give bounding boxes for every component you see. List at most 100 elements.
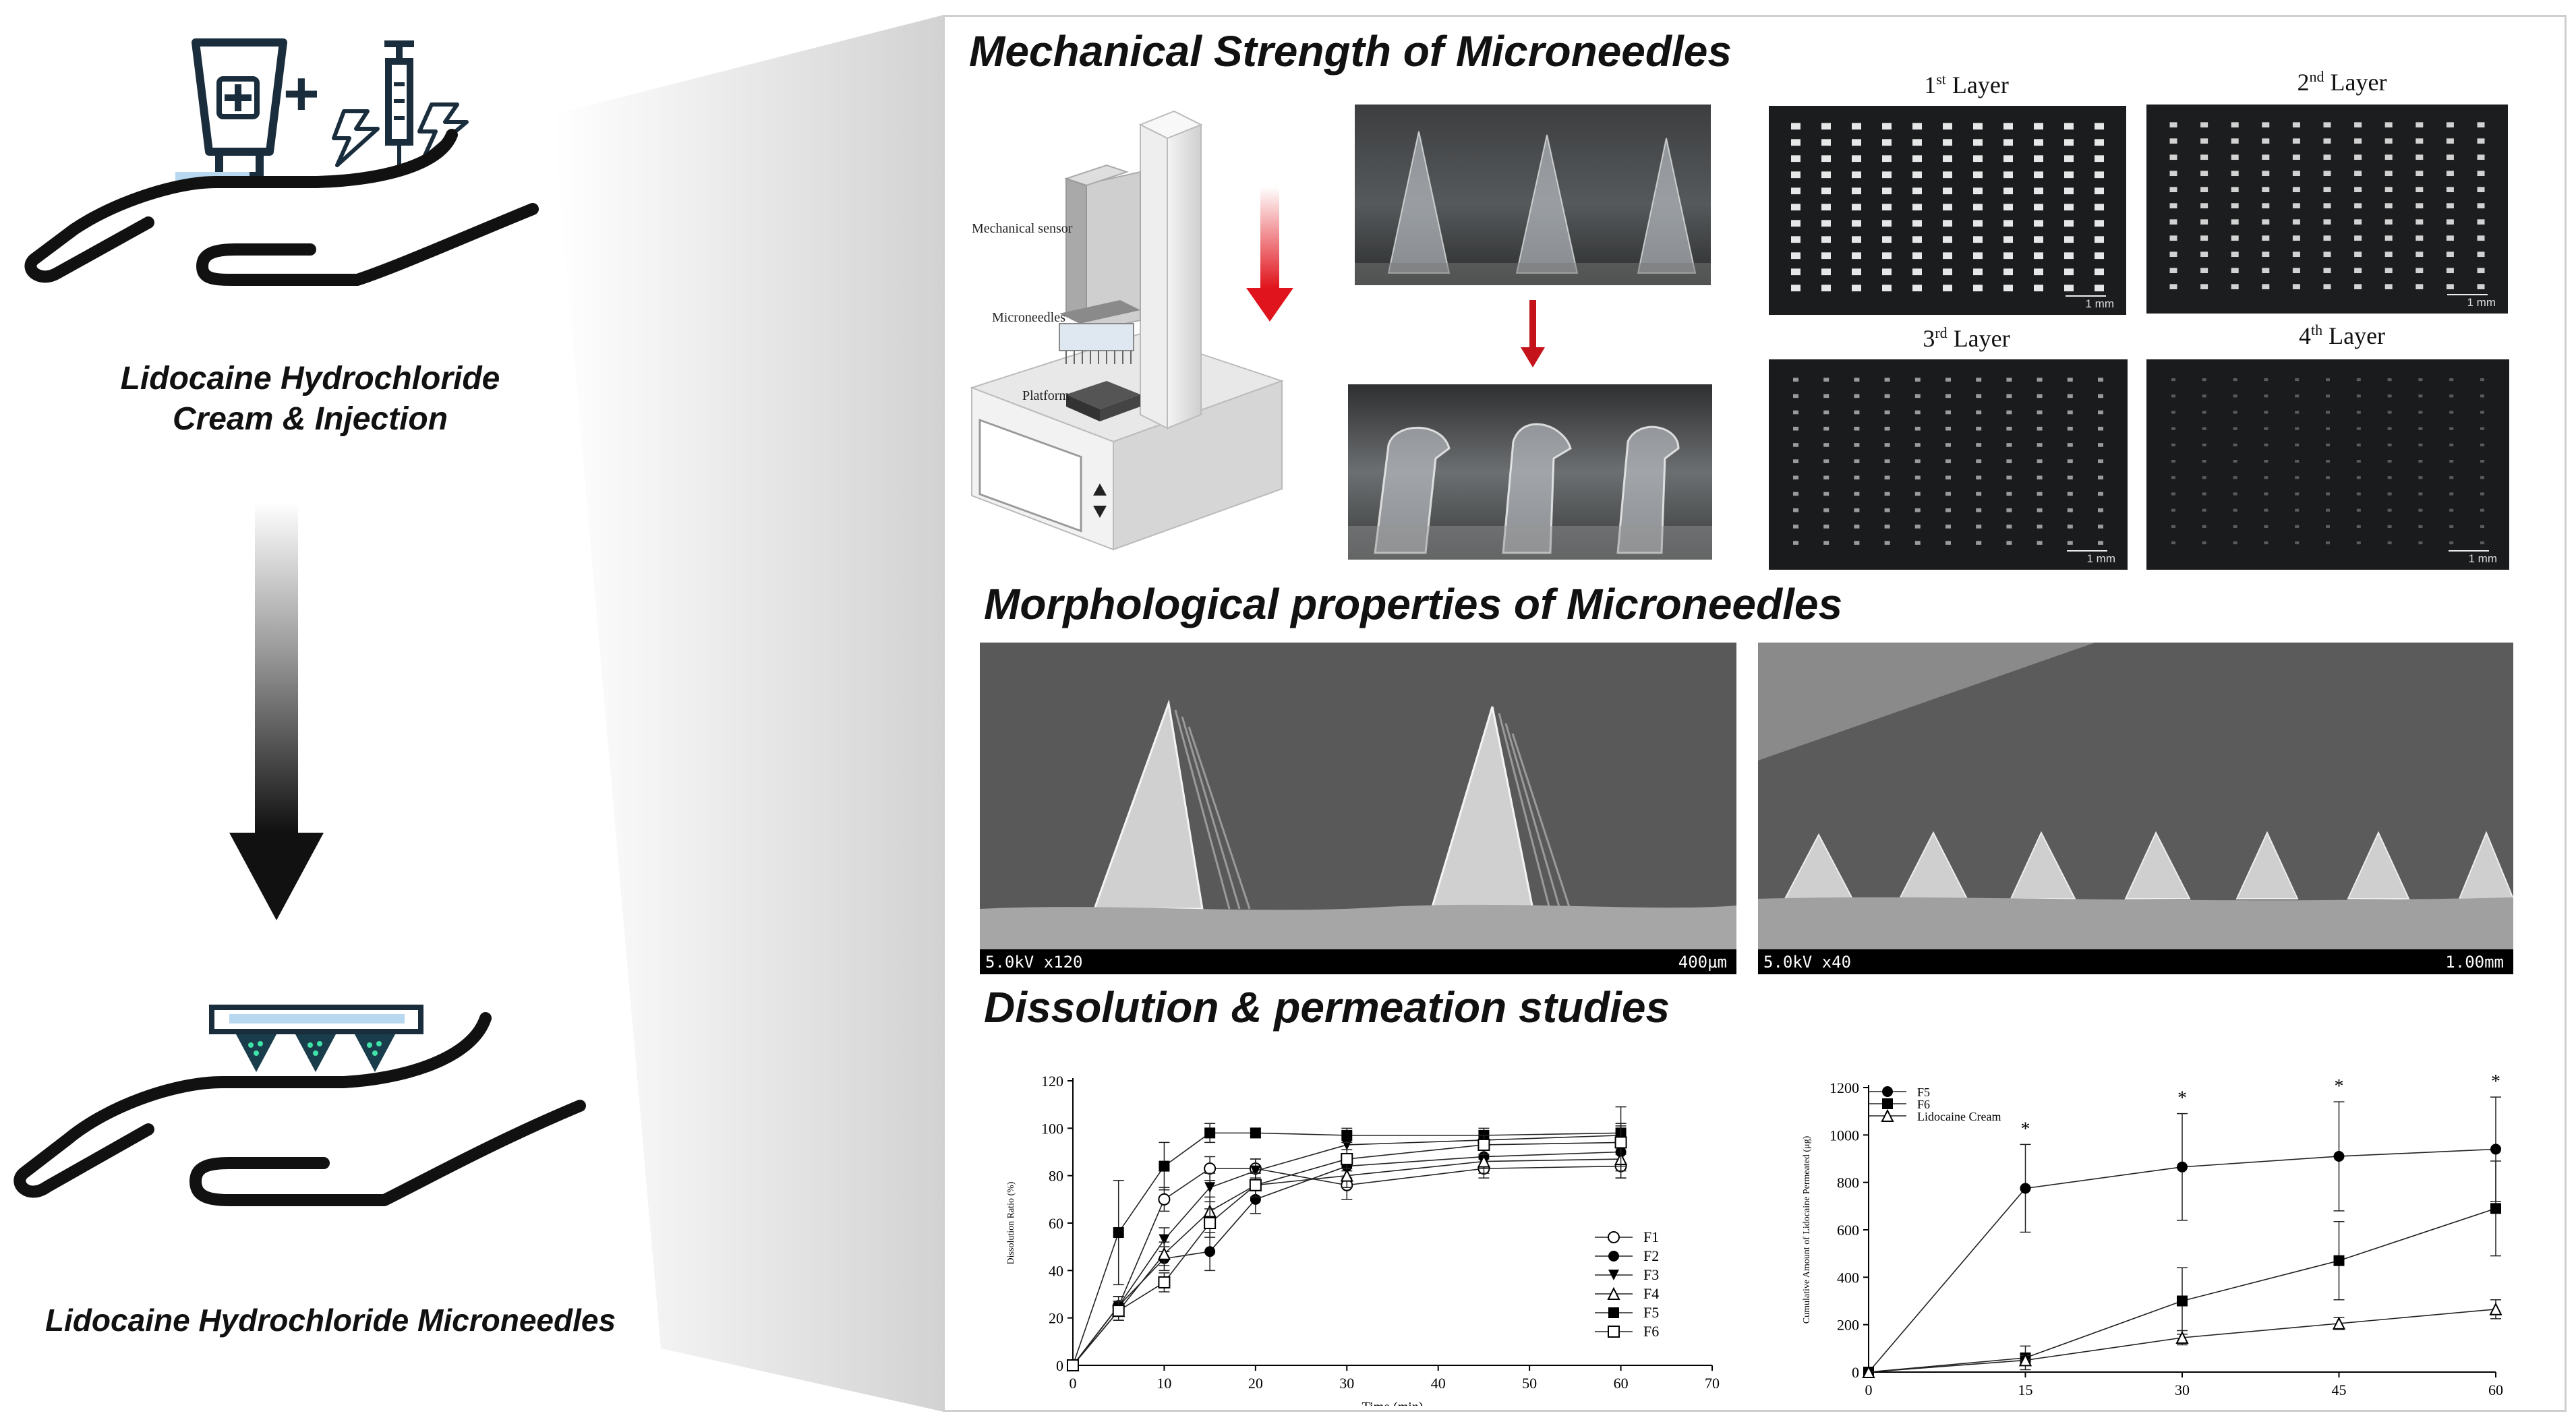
y-tick-label: 800 bbox=[1837, 1175, 1859, 1191]
data-point bbox=[1204, 1127, 1216, 1139]
up-down-arrows-icon bbox=[1093, 483, 1107, 518]
x-tick-label: 20 bbox=[1248, 1375, 1263, 1392]
legend-marker bbox=[1607, 1286, 1620, 1300]
x-tick-label: 70 bbox=[1705, 1375, 1720, 1392]
legend-label: Lidocaine Cream bbox=[1917, 1110, 2001, 1123]
mechanical-strength-title: Mechanical Strength of Microneedles bbox=[969, 27, 1732, 76]
y-tick-label: 0 bbox=[1056, 1357, 1063, 1374]
legend-marker bbox=[1882, 1098, 1893, 1109]
x-tick-label: 0 bbox=[1865, 1382, 1873, 1398]
legend-marker bbox=[1608, 1270, 1619, 1280]
sem1-info: 5.0kV x120 bbox=[985, 953, 1083, 972]
layer-3-image: 1 mm bbox=[1769, 359, 2128, 570]
data-point bbox=[2333, 1255, 2345, 1266]
significance-mark: * bbox=[2021, 1119, 2030, 1139]
legend-marker bbox=[1881, 1108, 1894, 1122]
legend-label: F5 bbox=[1917, 1086, 1930, 1099]
y-tick-label: 60 bbox=[1049, 1215, 1063, 1232]
permeation-chart: 015304560020040060080010001200Time (min)… bbox=[1802, 1071, 2503, 1398]
data-point bbox=[1250, 1165, 1261, 1177]
series-line bbox=[1072, 1141, 1621, 1366]
data-point bbox=[1159, 1234, 1170, 1245]
x-tick-label: 10 bbox=[1157, 1375, 1171, 1392]
legend-marker bbox=[1608, 1231, 1620, 1243]
sem-image-x40: 5.0kV x40 1.00mm bbox=[1758, 643, 2513, 974]
hand-icon-top bbox=[24, 129, 539, 286]
data-point bbox=[2020, 1183, 2031, 1194]
data-point bbox=[2490, 1203, 2501, 1214]
layer-2-scale: 1 mm bbox=[2467, 296, 2496, 309]
data-point bbox=[1112, 1305, 1125, 1317]
lightning-icon bbox=[332, 102, 469, 167]
data-point bbox=[1340, 1168, 1353, 1182]
x-tick-label: 30 bbox=[1339, 1375, 1354, 1392]
data-point bbox=[1113, 1227, 1124, 1239]
syringe-icon bbox=[384, 40, 414, 176]
microneedle-caption: Lidocaine Hydrochloride Microneedles bbox=[45, 1303, 616, 1338]
x-tick-label: 60 bbox=[1614, 1375, 1629, 1392]
data-point bbox=[1249, 1179, 1262, 1191]
x-tick-label: 50 bbox=[1522, 1375, 1537, 1392]
y-tick-label: 120 bbox=[1041, 1073, 1063, 1090]
sensor-label: Mechanical sensor bbox=[972, 221, 1073, 236]
y-tick-label: 1200 bbox=[1829, 1079, 1859, 1096]
data-point bbox=[1067, 1359, 1079, 1371]
x-tick-label: 60 bbox=[2488, 1382, 2503, 1398]
legend-label: F1 bbox=[1643, 1228, 1659, 1245]
series-line bbox=[1072, 1165, 1621, 1366]
sem2-scale: 1.00mm bbox=[2445, 953, 2504, 972]
legend-label: F6 bbox=[1643, 1323, 1659, 1340]
series-f6 bbox=[1067, 1106, 1627, 1371]
legend-label: F5 bbox=[1643, 1304, 1659, 1321]
sem1-scale: 400μm bbox=[1678, 953, 1727, 972]
data-point bbox=[2490, 1144, 2501, 1155]
data-point bbox=[1477, 1154, 1491, 1168]
microneedles-after-photo bbox=[1348, 384, 1712, 560]
mechanical-tester-illustration: Mechanical sensor Microneedles Platform bbox=[969, 110, 1285, 551]
plus-sign: + bbox=[283, 59, 320, 128]
data-point bbox=[1204, 1162, 1217, 1175]
data-point bbox=[1477, 1138, 1490, 1151]
microneedles-label: Microneedles bbox=[992, 310, 1065, 325]
x-tick-label: 30 bbox=[2175, 1382, 2190, 1398]
y-tick-label: 40 bbox=[1049, 1262, 1063, 1279]
legend-marker bbox=[1608, 1251, 1619, 1262]
y-tick-label: 80 bbox=[1049, 1168, 1063, 1185]
microneedle-patch-icon bbox=[209, 1005, 423, 1072]
platform-label: Platform bbox=[1022, 388, 1070, 403]
data-point bbox=[2175, 1330, 2189, 1344]
data-point bbox=[2333, 1150, 2345, 1162]
y-tick-label: 200 bbox=[1837, 1317, 1859, 1334]
legend-label: F2 bbox=[1643, 1247, 1659, 1264]
red-down-arrow-icon bbox=[1246, 187, 1293, 322]
series-line bbox=[1072, 1135, 1621, 1366]
cream-and-syringe-icons: + bbox=[175, 38, 469, 184]
legend-label: F4 bbox=[1643, 1285, 1659, 1302]
significance-mark: * bbox=[2177, 1088, 2187, 1109]
y-tick-label: 600 bbox=[1837, 1222, 1859, 1239]
data-point bbox=[1157, 1247, 1171, 1260]
y-tick-label: 1000 bbox=[1829, 1127, 1859, 1144]
small-red-arrow-icon bbox=[1521, 300, 1545, 367]
legend-marker bbox=[1882, 1086, 1893, 1097]
layer-1-scale: 1 mm bbox=[2085, 297, 2115, 310]
microneedles-before-photo bbox=[1355, 105, 1711, 285]
legend-marker bbox=[1608, 1307, 1619, 1318]
chart-axes bbox=[1072, 1078, 1712, 1366]
dissolution-title: Dissolution & permeation studies bbox=[984, 983, 1670, 1032]
layer-4-scale: 1 mm bbox=[2468, 552, 2498, 565]
legend-label: F3 bbox=[1643, 1266, 1659, 1283]
layer-1-image: 1 mm bbox=[1769, 106, 2126, 315]
y-tick-label: 100 bbox=[1041, 1120, 1063, 1137]
legend-label: F6 bbox=[1917, 1098, 1930, 1111]
y-tick-label: 0 bbox=[1852, 1364, 1859, 1381]
data-point bbox=[1250, 1127, 1261, 1139]
dissolution-chart: 010203040506070020406080100120Time (min)… bbox=[1006, 1073, 1720, 1406]
layer-3-label: 3rd Layer bbox=[1923, 324, 2010, 352]
hand-icon-bottom bbox=[13, 1012, 586, 1206]
y-tick-label: 400 bbox=[1837, 1269, 1859, 1286]
x-axis-label: Time (min) bbox=[1362, 1400, 1424, 1406]
data-point bbox=[1341, 1153, 1353, 1166]
series-line bbox=[1072, 1132, 1621, 1366]
